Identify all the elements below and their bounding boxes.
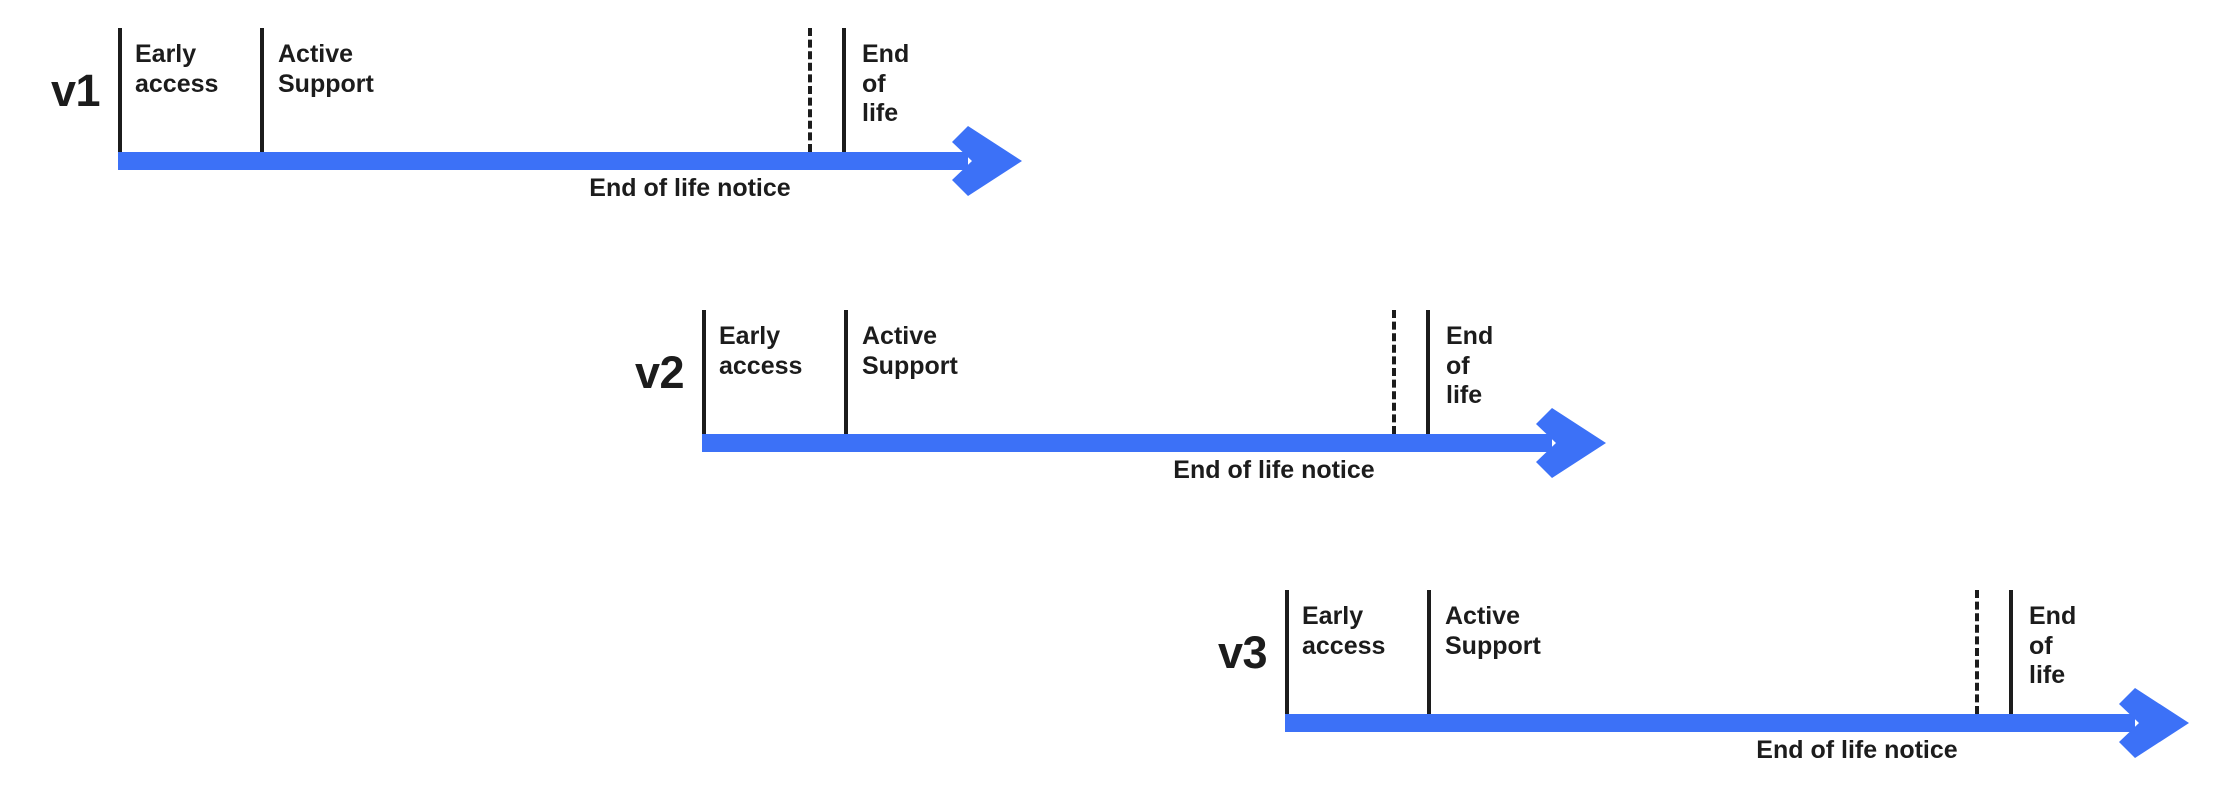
phase-label-early-access-v1: Early access bbox=[135, 40, 219, 98]
phase-label-active-support-v1: Active Support bbox=[278, 40, 374, 98]
end-of-life-notice-label-v1: End of life notice bbox=[589, 174, 791, 202]
end-of-life-notice-label-v2: End of life notice bbox=[1173, 456, 1375, 484]
arrow-right-icon-v3 bbox=[2119, 688, 2189, 763]
phase-boundary-start-v2 bbox=[702, 310, 706, 434]
phase-label-end-of-life-v1: End of life bbox=[862, 40, 910, 127]
phase-boundary-active-support-v1 bbox=[260, 28, 264, 152]
arrow-right-icon-v2 bbox=[1536, 408, 1606, 483]
version-label-v3: v3 bbox=[1217, 627, 1268, 678]
arrow-right-icon-v1 bbox=[952, 126, 1022, 201]
phase-boundary-eol-notice-v2 bbox=[1392, 310, 1396, 434]
phase-boundary-end-of-life-v1 bbox=[842, 28, 846, 152]
phase-label-end-of-life-v2: End of life bbox=[1446, 322, 1494, 409]
lifecycle-arrow-bar-v3 bbox=[1285, 714, 2135, 732]
phase-boundary-end-of-life-v3 bbox=[2009, 590, 2013, 714]
phase-label-end-of-life-v3: End of life bbox=[2029, 602, 2077, 689]
phase-boundary-end-of-life-v2 bbox=[1426, 310, 1430, 434]
version-label-v2: v2 bbox=[634, 347, 685, 398]
phase-label-early-access-v3: Early access bbox=[1302, 602, 1386, 660]
lifecycle-arrow-bar-v1 bbox=[118, 152, 968, 170]
phase-boundary-active-support-v2 bbox=[844, 310, 848, 434]
phase-label-active-support-v3: Active Support bbox=[1445, 602, 1541, 660]
phase-boundary-eol-notice-v3 bbox=[1975, 590, 1979, 714]
phase-label-active-support-v2: Active Support bbox=[862, 322, 958, 380]
phase-boundary-start-v3 bbox=[1285, 590, 1289, 714]
phase-boundary-start-v1 bbox=[118, 28, 122, 152]
phase-boundary-active-support-v3 bbox=[1427, 590, 1431, 714]
phase-label-early-access-v2: Early access bbox=[719, 322, 803, 380]
version-label-v1: v1 bbox=[50, 65, 101, 116]
end-of-life-notice-label-v3: End of life notice bbox=[1756, 736, 1958, 764]
phase-boundary-eol-notice-v1 bbox=[808, 28, 812, 152]
lifecycle-arrow-bar-v2 bbox=[702, 434, 1552, 452]
